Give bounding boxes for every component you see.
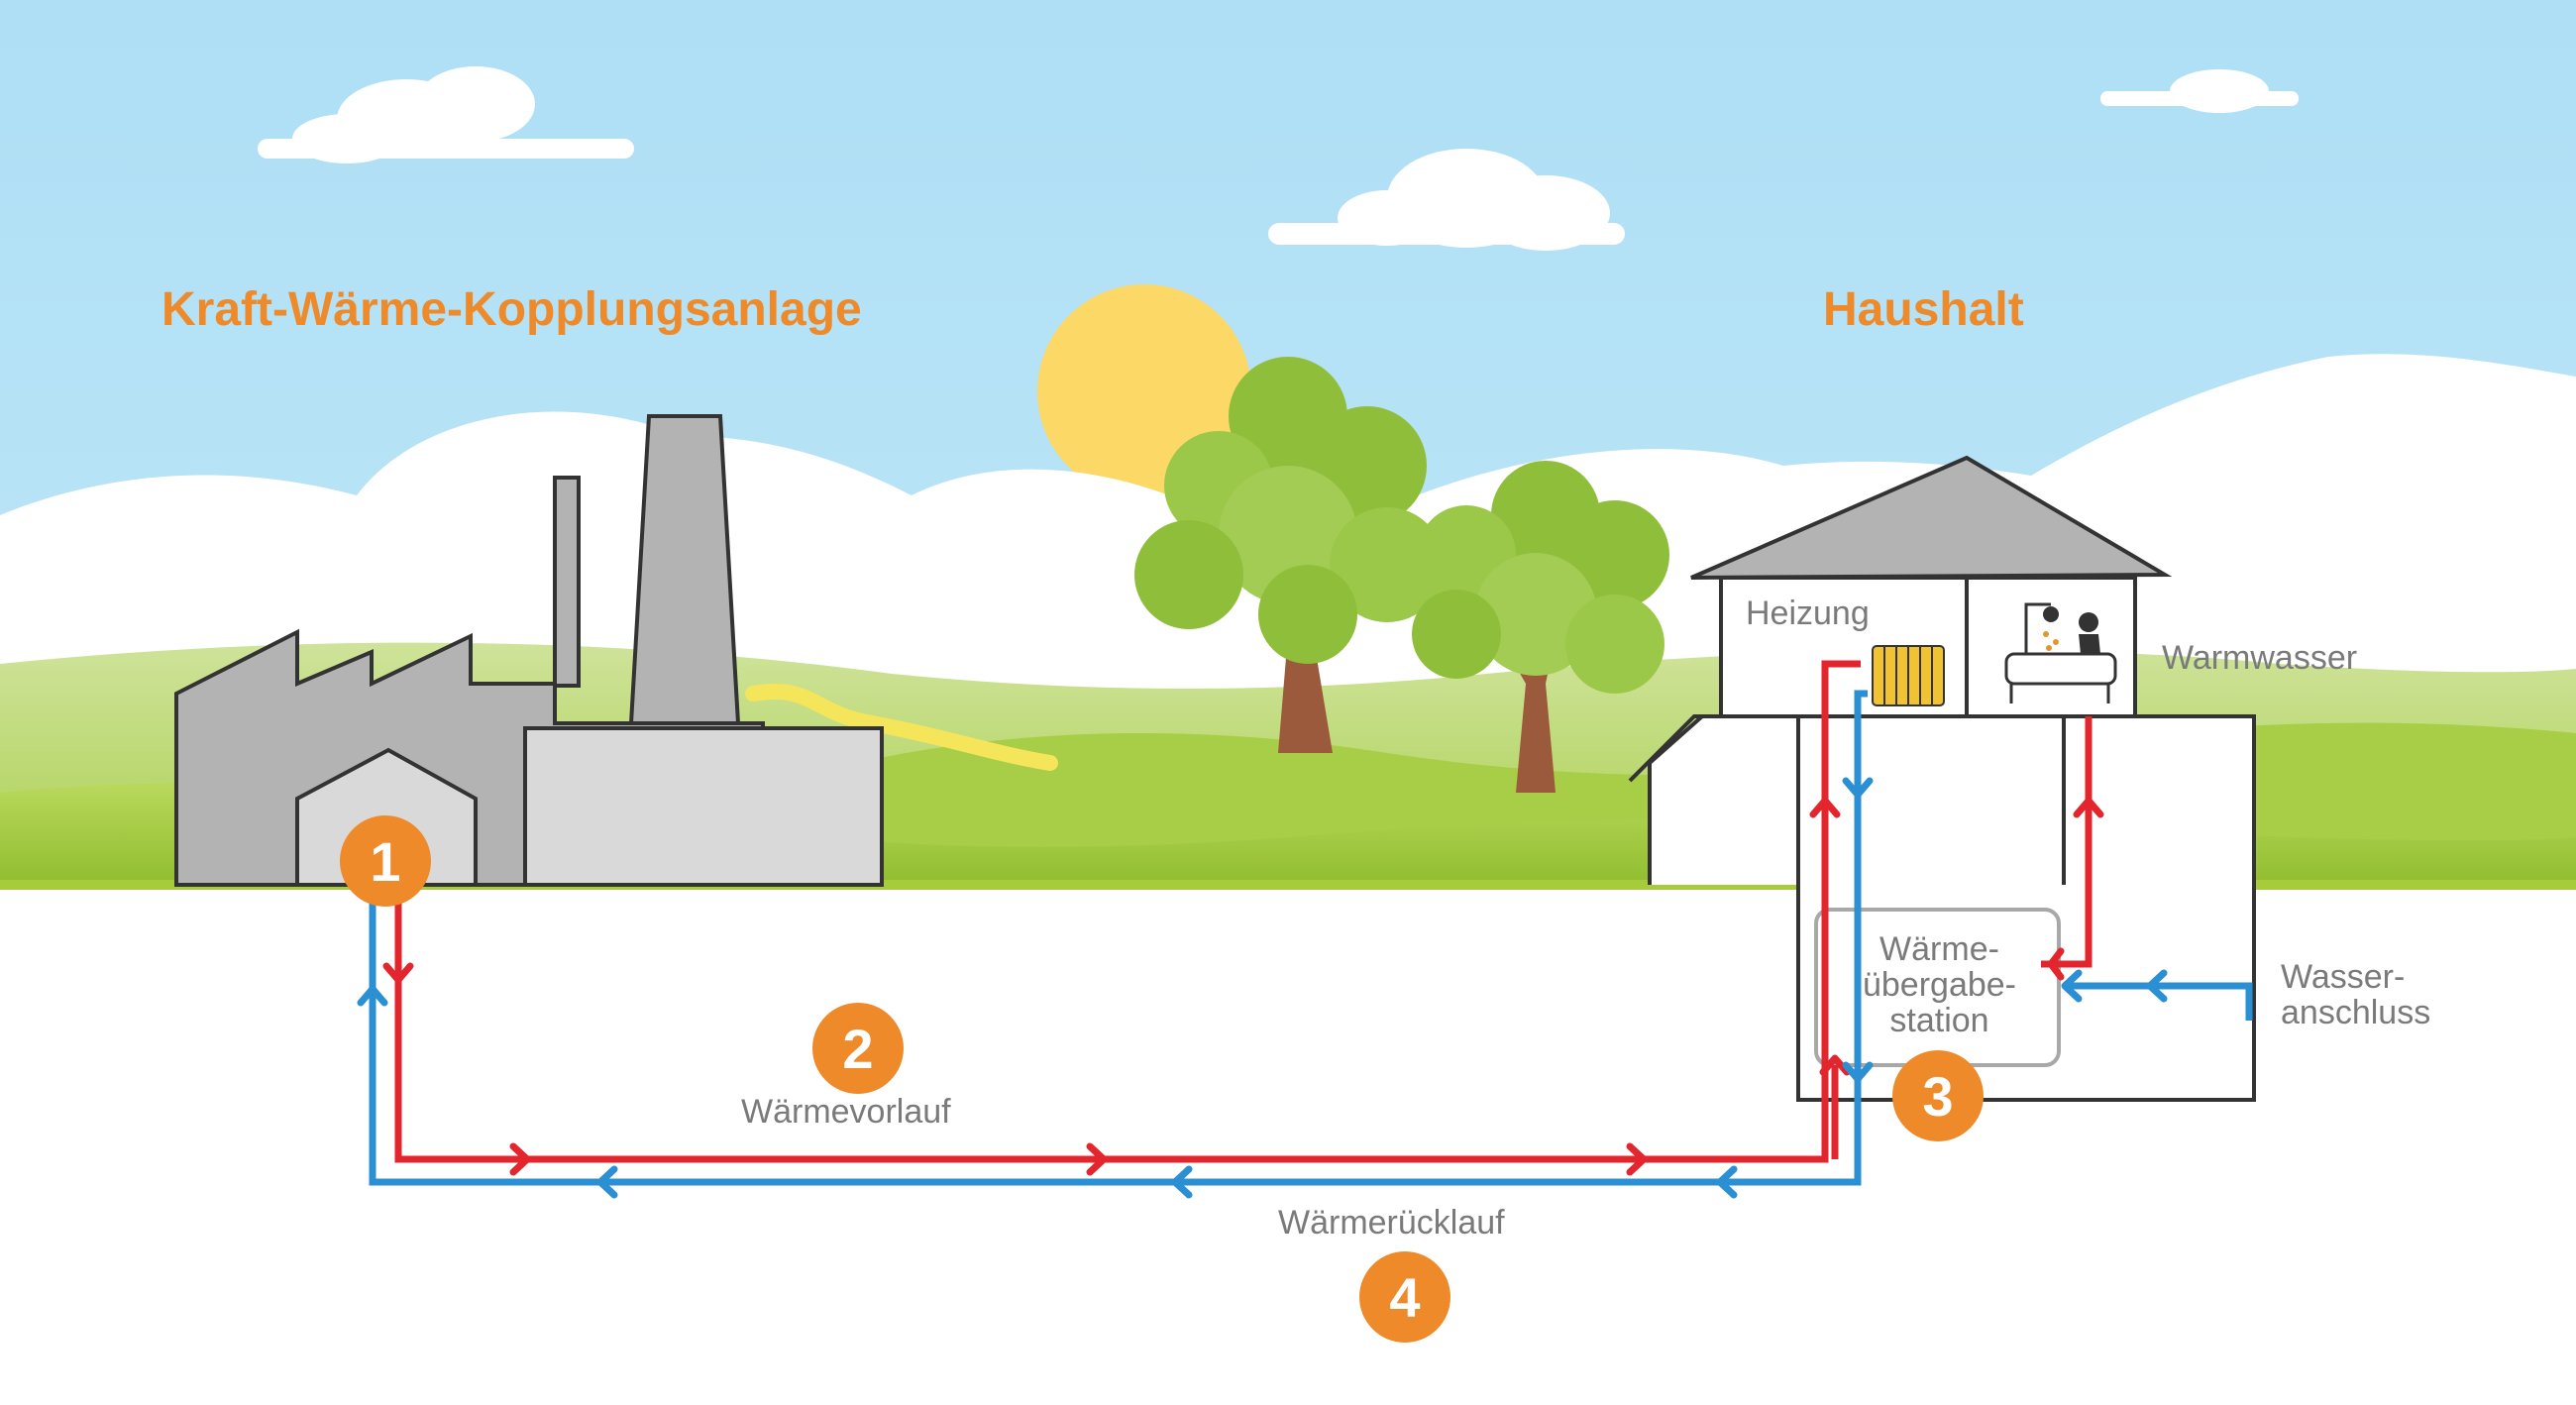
badge-2: 2 — [812, 1003, 904, 1094]
heating-label: Heizung — [1746, 594, 1870, 632]
tree-right — [1412, 461, 1669, 793]
badge-3: 3 — [1892, 1050, 1984, 1141]
station-label: Wärme- übergabe- station — [1838, 931, 2041, 1038]
bathtub-shower-icon — [2004, 602, 2117, 703]
badge-1: 1 — [340, 815, 431, 907]
radiator-icon — [1872, 645, 1945, 706]
water-connection-line1: Wasser- — [2281, 958, 2406, 996]
plant-title: Kraft-Wärme-Kopplungsanlage — [161, 283, 862, 336]
station-label-line3: station — [1889, 1002, 1989, 1039]
return-pipe — [369, 690, 2253, 1186]
station-label-line2: übergabe- — [1862, 966, 2016, 1004]
supply-arrows — [382, 797, 2104, 1176]
cloud-small-2 — [1268, 149, 1625, 251]
ground-line — [0, 880, 2576, 890]
badge-4: 4 — [1359, 1251, 1450, 1343]
water-connection-line2: anschluss — [2281, 994, 2431, 1031]
return-arrows — [357, 777, 2168, 1199]
supply-label: Wärmevorlauf — [741, 1093, 951, 1131]
water-connection-label: Wasser- anschluss — [2281, 959, 2430, 1030]
hot-water-label: Warmwasser — [2162, 639, 2358, 677]
station-label-line1: Wärme- — [1879, 930, 1999, 968]
power-plant — [174, 414, 884, 887]
yellow-path — [745, 684, 1058, 771]
house — [1628, 455, 2256, 1102]
cloud-small-1 — [258, 66, 634, 163]
tree-left — [1134, 357, 1445, 753]
cloud-small-3 — [2100, 69, 2299, 113]
return-label: Wärmerücklauf — [1278, 1204, 1505, 1242]
household-title: Haushalt — [1823, 283, 2024, 336]
